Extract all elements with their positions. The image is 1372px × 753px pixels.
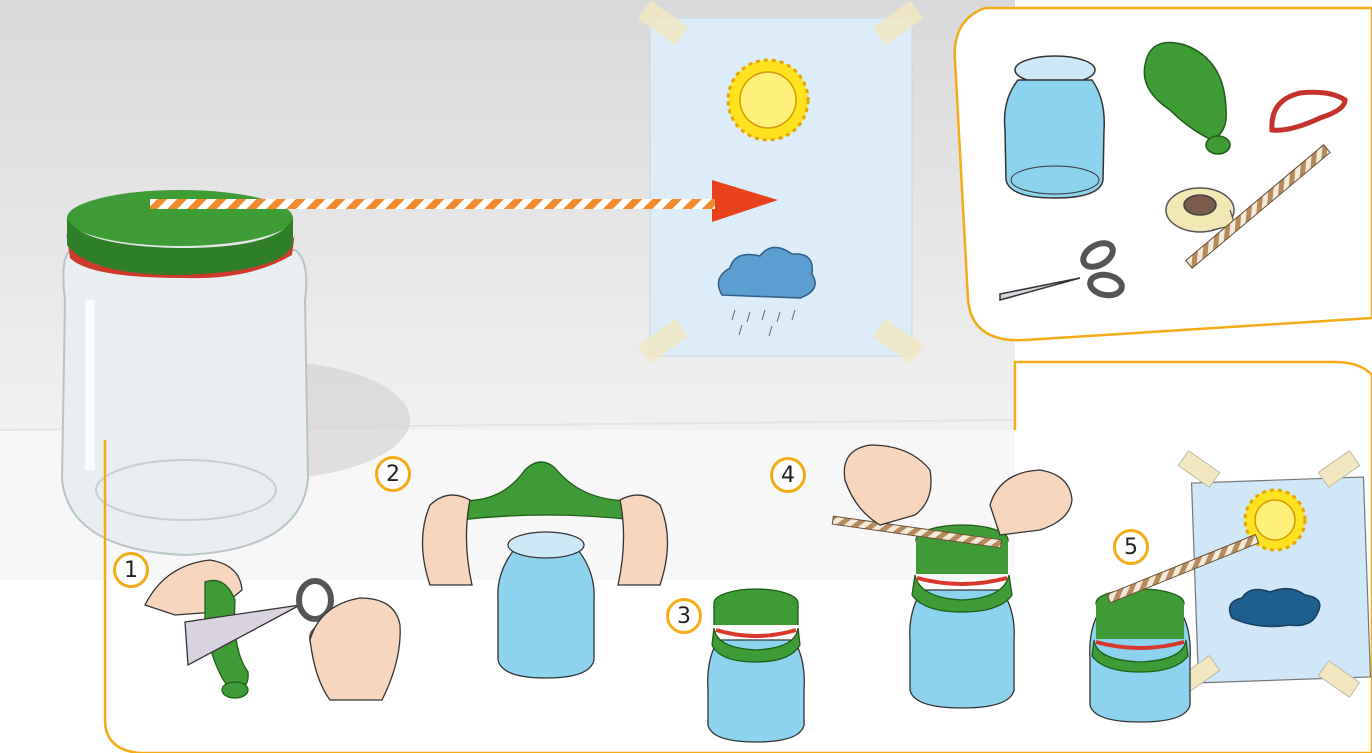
jar-icon: [1005, 56, 1105, 198]
step-3-illustration: [708, 589, 805, 742]
step-5-illustration: [1090, 451, 1371, 722]
straw-photo: [150, 199, 715, 209]
step-4-badge: 4: [770, 457, 806, 493]
tape-roll-icon: [1166, 188, 1235, 232]
step-5-badge: 5: [1113, 529, 1149, 565]
materials-panel: [955, 8, 1372, 340]
sun-icon: [728, 60, 808, 140]
weather-chart-photo: [638, 1, 923, 363]
step-2-badge: 2: [375, 456, 411, 492]
step-1-illustration: [145, 560, 400, 700]
step-1-badge: 1: [113, 552, 149, 588]
step-3-badge: 3: [666, 598, 702, 634]
jar-photo: [62, 190, 308, 555]
